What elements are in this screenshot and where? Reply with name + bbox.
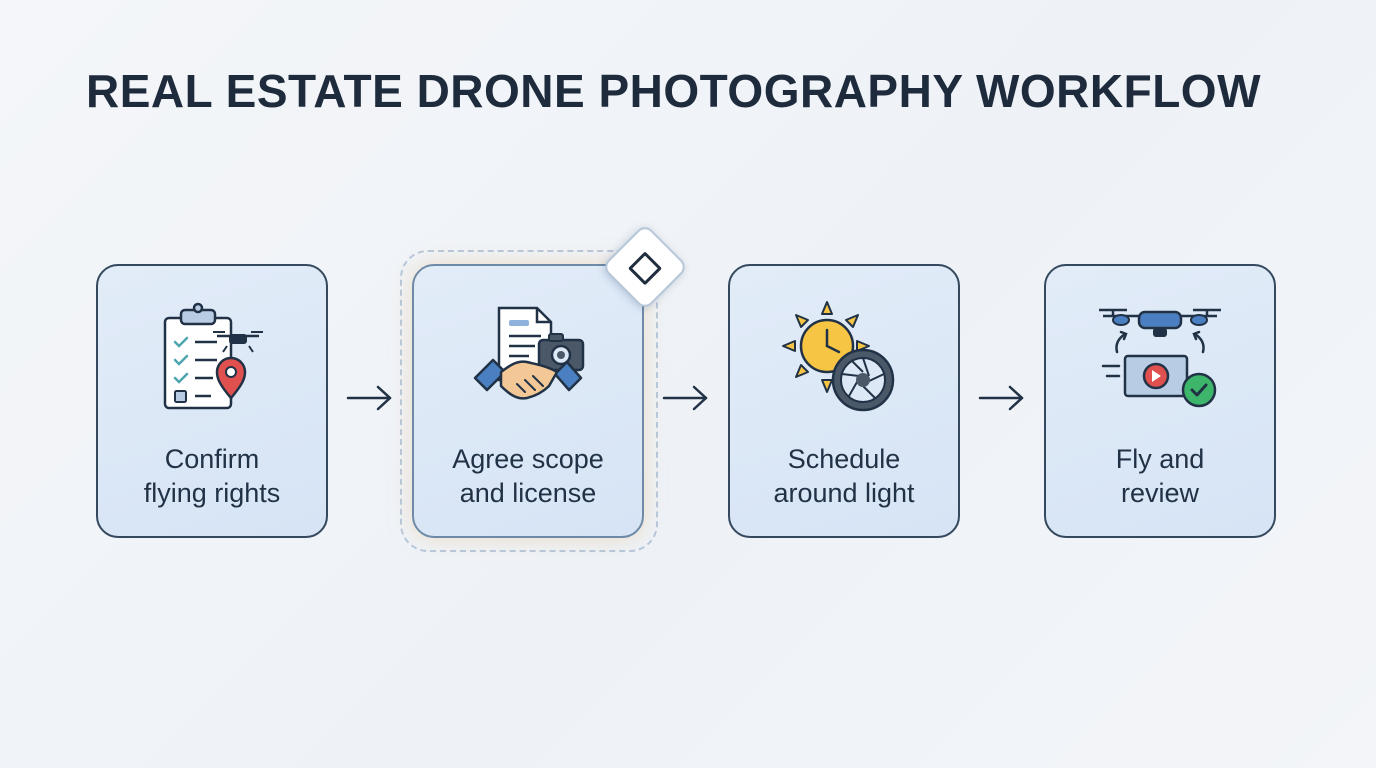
arrow-right-icon	[662, 385, 708, 411]
page-title: REAL ESTATE DRONE PHOTOGRAPHY WORKFLOW	[86, 65, 1261, 117]
step-label: Schedule around light	[773, 444, 915, 508]
drone-video-check-icon	[1099, 308, 1221, 408]
step-card-fly-and-review[interactable]: Fly and review	[1044, 264, 1276, 538]
step-label: Confirm flying rights	[143, 444, 281, 508]
sun-clock-aperture-icon	[782, 301, 895, 412]
selection-outline	[400, 250, 658, 552]
step-card-confirm-flying-rights[interactable]: Confirm flying rights	[96, 264, 328, 538]
arrow-right-icon	[978, 385, 1024, 411]
document-handshake-camera-icon	[473, 306, 585, 400]
step-card-schedule-around-light[interactable]: Schedule around light	[728, 264, 960, 538]
arrow-right-icon	[346, 385, 392, 411]
step-label: Fly and review	[1115, 444, 1205, 508]
step-card-agree-scope-and-license[interactable]: Agree scope and license	[412, 264, 644, 538]
step-label: Agree scope and license	[452, 444, 604, 508]
clipboard-drone-location-icon	[163, 302, 263, 410]
diamond-icon	[628, 251, 662, 286]
